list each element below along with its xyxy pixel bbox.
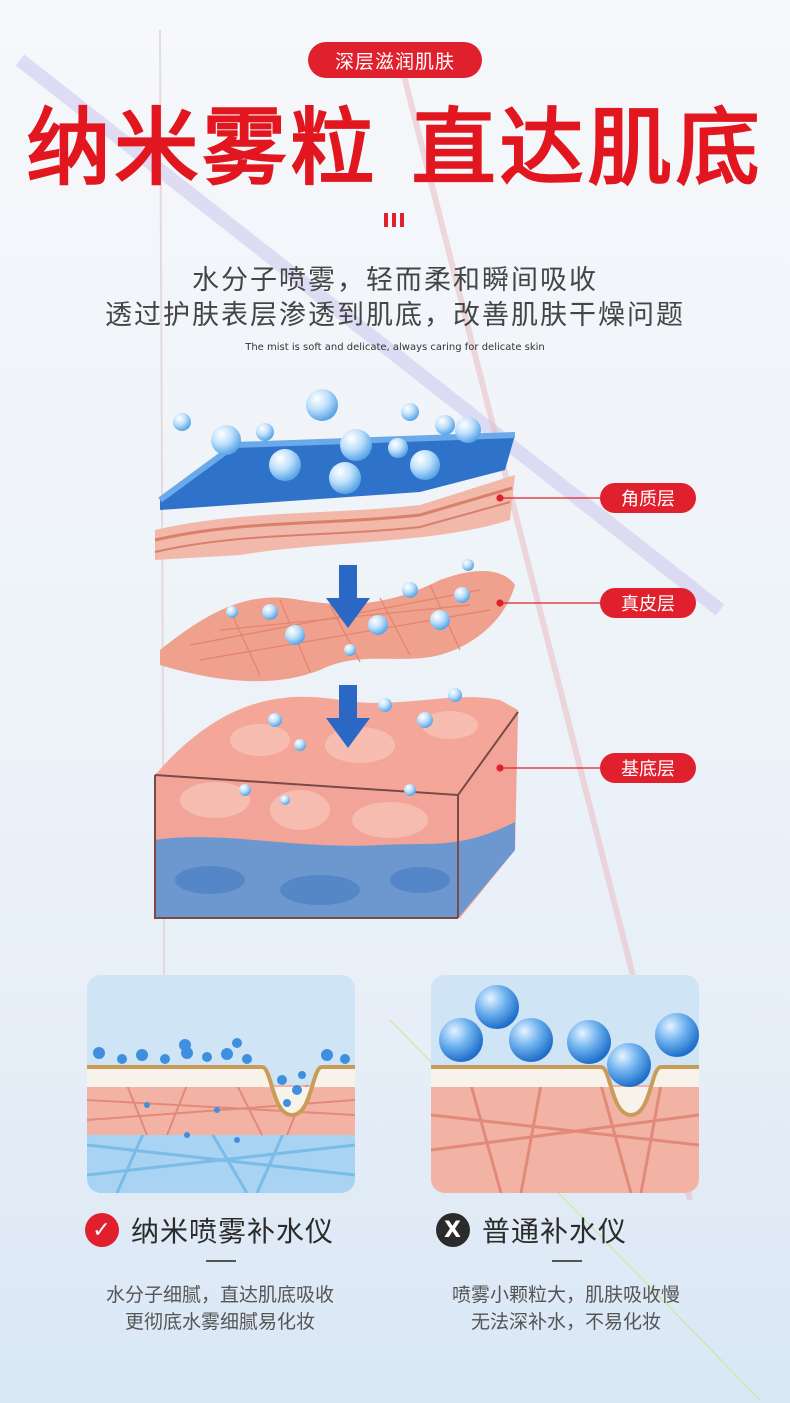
regular-title: X 普通补水仪 bbox=[436, 1210, 627, 1250]
label-stratum-corneum: 角质层 bbox=[600, 483, 696, 513]
subtitle-line-1: 水分子喷雾，轻而柔和瞬间吸收 bbox=[192, 265, 598, 296]
divider-bars bbox=[384, 213, 404, 227]
x-icon: X bbox=[436, 1213, 470, 1247]
nano-desc-1: 水分子细腻，直达肌底吸收 bbox=[105, 1284, 334, 1306]
left-divider bbox=[206, 1260, 236, 1262]
regular-desc-2: 无法深补水，不易化妆 bbox=[470, 1311, 661, 1333]
nano-desc-2: 更彻底水雾细腻易化妆 bbox=[124, 1311, 315, 1333]
skin-layers-illustration bbox=[154, 389, 600, 919]
regular-absorption-illustration bbox=[431, 985, 699, 1193]
label-dermis: 真皮层 bbox=[600, 588, 696, 618]
regular-title-text: 普通补水仪 bbox=[482, 1215, 628, 1248]
subtitle-line-2: 透过护肤表层渗透到肌底，改善肌肤干燥问题 bbox=[105, 300, 685, 331]
top-badge: 深层滋润肌肤 bbox=[308, 42, 482, 78]
nano-spray-panel bbox=[87, 975, 355, 1193]
regular-spray-panel bbox=[431, 975, 699, 1193]
english-tagline: The mist is soft and delicate, always ca… bbox=[245, 342, 545, 353]
nano-absorption-illustration bbox=[87, 1038, 355, 1193]
nano-title: ✓ 纳米喷雾补水仪 bbox=[85, 1210, 334, 1250]
regular-desc-1: 喷雾小颗粒大，肌肤吸收慢 bbox=[451, 1284, 680, 1306]
check-icon: ✓ bbox=[85, 1213, 119, 1247]
page-title: 纳米雾粒 直达肌底 bbox=[26, 99, 764, 197]
nano-title-text: 纳米喷雾补水仪 bbox=[131, 1215, 335, 1248]
label-basal: 基底层 bbox=[600, 753, 696, 783]
right-divider bbox=[552, 1260, 582, 1262]
